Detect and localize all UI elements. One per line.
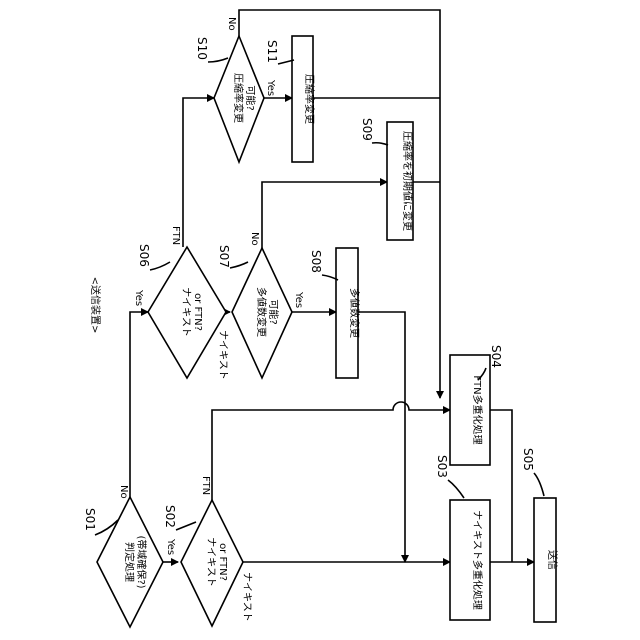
s05-leader bbox=[534, 473, 544, 496]
s11-label: 圧縮率変更 bbox=[303, 74, 316, 124]
s07-no-label: No bbox=[249, 232, 260, 246]
s02-text-line2: or FTN? bbox=[217, 543, 228, 581]
s03-label: ナイキスト多重化処理 bbox=[471, 510, 484, 610]
diagram-title: <送信装置> bbox=[89, 277, 102, 334]
s08-id: S08 bbox=[309, 250, 323, 273]
s07-text-line1: 多値数変更 bbox=[255, 287, 268, 337]
s06-leader bbox=[150, 262, 170, 270]
s01-id: S01 bbox=[83, 508, 97, 531]
s07-id: S07 bbox=[217, 245, 231, 268]
s11-id: S11 bbox=[265, 40, 279, 63]
s09-leader bbox=[372, 143, 388, 145]
s08-label: 多値数変更 bbox=[348, 288, 361, 338]
s01-no-label: No bbox=[118, 485, 129, 499]
s02-nyquist-label: ナイキスト bbox=[241, 572, 253, 622]
s02-id: S02 bbox=[163, 505, 177, 528]
s01-text-line2: (帯域確保?) bbox=[135, 535, 148, 588]
edge-s04-s05 bbox=[490, 410, 512, 562]
s06-id: S06 bbox=[137, 244, 151, 267]
s10-text-line2: 可能? bbox=[244, 85, 257, 110]
edge-s06-s10 bbox=[183, 98, 214, 247]
s06-text-line1: ナイキスト bbox=[180, 287, 192, 337]
s09-label: 圧縮率を初期値に変更 bbox=[401, 131, 414, 231]
edge-s08-s03 bbox=[358, 312, 405, 562]
s01-yes-label: Yes bbox=[165, 538, 176, 555]
s01-no-yes-label: Yes bbox=[133, 289, 144, 306]
s05-id: S05 bbox=[521, 448, 535, 471]
s03-id: S03 bbox=[435, 455, 449, 478]
s10-yes-label: Yes bbox=[265, 79, 276, 96]
s09-id: S09 bbox=[360, 118, 374, 141]
s10-text-line1: 圧縮率変更 bbox=[232, 73, 245, 123]
s02-text-line1: ナイキスト bbox=[205, 537, 217, 587]
s03-leader bbox=[448, 480, 464, 498]
s06-nyquist-label: ナイキスト bbox=[217, 330, 229, 380]
s03-box bbox=[450, 500, 490, 620]
edge-s01-s06 bbox=[130, 312, 148, 527]
edge-s02-s04 bbox=[212, 402, 450, 500]
s07-leader bbox=[230, 262, 248, 268]
s04-id: S04 bbox=[489, 345, 503, 368]
s10-leader bbox=[208, 58, 228, 62]
s10-id: S10 bbox=[195, 37, 209, 60]
s01-text-line1: 判定処理 bbox=[123, 542, 136, 582]
s04-label: FTN多重化処理 bbox=[471, 375, 484, 444]
s02-leader bbox=[176, 522, 196, 530]
edge-s07-s09 bbox=[262, 182, 387, 248]
s06-text-line2: or FTN? bbox=[192, 293, 203, 331]
s05-label: 送信 bbox=[546, 550, 559, 570]
s07-yes-label: Yes bbox=[293, 291, 304, 308]
s02-ftn-label: FTN bbox=[200, 476, 211, 495]
s10-no-label: No bbox=[226, 17, 237, 31]
s07-text-line2: 可能? bbox=[267, 299, 280, 324]
s06-ftn-label: FTN bbox=[170, 226, 181, 245]
